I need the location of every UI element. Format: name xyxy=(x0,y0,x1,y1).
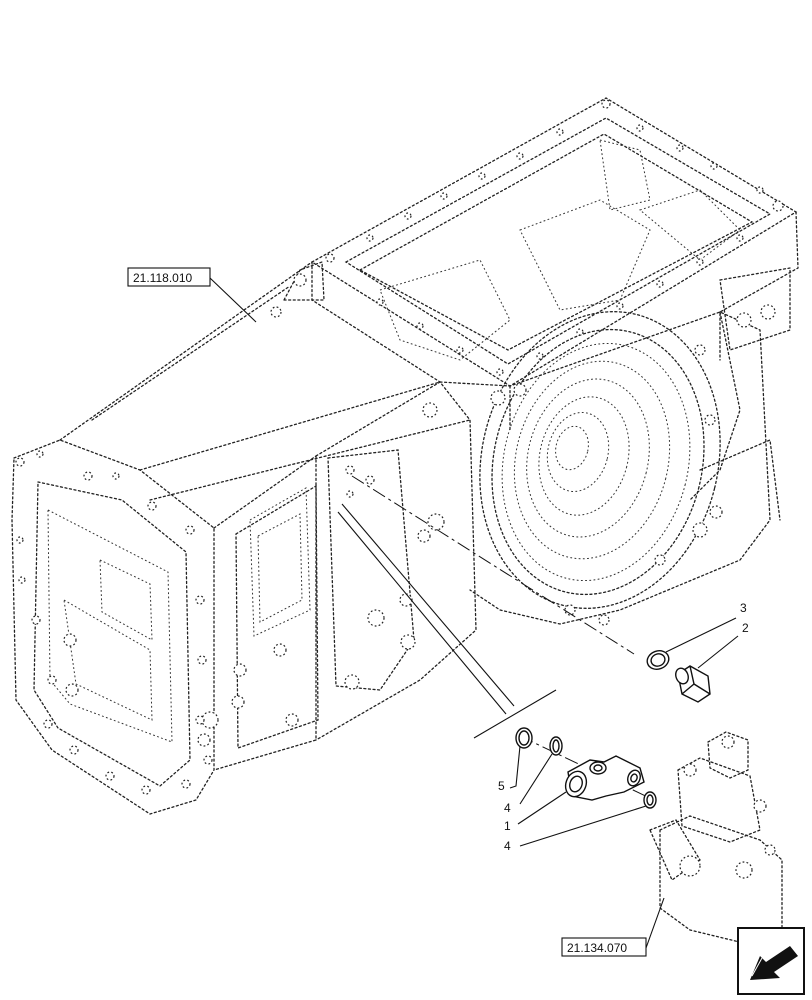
callout-5: 5 xyxy=(498,745,521,793)
svg-text:1: 1 xyxy=(504,819,511,833)
o-ring-part-3 xyxy=(646,650,670,670)
bolt-holes xyxy=(15,99,784,795)
callout-3: 3 xyxy=(665,601,747,653)
port-bracket xyxy=(473,689,557,739)
svg-text:4: 4 xyxy=(504,801,511,815)
reference-upper[interactable]: 21.118.010 xyxy=(127,267,257,323)
washer-part-5 xyxy=(515,727,533,749)
transmission-housing xyxy=(11,97,799,815)
port-leader-2 xyxy=(341,503,515,707)
svg-text:21.134.070: 21.134.070 xyxy=(567,941,627,955)
svg-text:21.118.010: 21.118.010 xyxy=(133,271,192,285)
callout-4-lower: 4 xyxy=(504,805,647,853)
back-arrow-icon[interactable] xyxy=(737,927,805,995)
svg-text:4: 4 xyxy=(504,839,511,853)
reference-lower[interactable]: 21.134.070 xyxy=(561,897,665,957)
assembly-axis xyxy=(351,475,635,655)
fitting-part-1 xyxy=(564,755,645,801)
plug-part-2 xyxy=(675,665,711,703)
o-ring-part-4-lower xyxy=(643,791,657,809)
port-leader xyxy=(337,511,507,715)
ring-gear xyxy=(479,311,721,609)
svg-text:2: 2 xyxy=(742,621,749,635)
callout-4-upper: 4 xyxy=(504,753,553,815)
o-ring-part-4-upper xyxy=(549,736,563,756)
callout-2: 2 xyxy=(697,621,749,669)
svg-text:3: 3 xyxy=(740,601,747,615)
valve-block xyxy=(649,731,783,947)
callout-1: 1 xyxy=(504,791,567,833)
svg-text:5: 5 xyxy=(498,779,505,793)
